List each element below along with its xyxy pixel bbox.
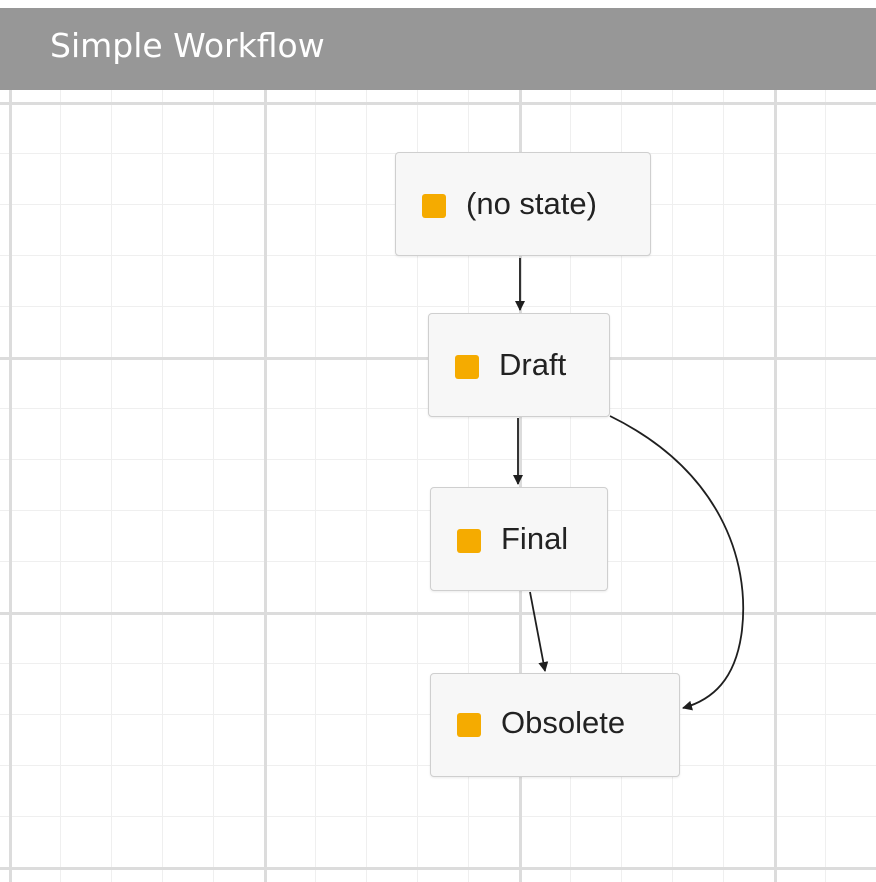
workflow-title: Simple Workflow	[50, 26, 325, 65]
state-node-final[interactable]: Final	[430, 487, 608, 591]
state-label: (no state)	[466, 186, 597, 221]
state-node-draft[interactable]: Draft	[428, 313, 610, 417]
state-label: Draft	[499, 347, 567, 382]
state-marker-icon	[455, 355, 479, 379]
state-marker-icon	[457, 713, 481, 737]
state-marker-icon	[457, 529, 481, 553]
state-marker-icon	[422, 194, 446, 218]
title-bar: Simple Workflow	[0, 8, 876, 90]
state-label: Obsolete	[501, 705, 626, 740]
state-node-no-state[interactable]: (no state)	[395, 152, 651, 256]
state-label: Final	[501, 521, 569, 556]
state-node-obsolete[interactable]: Obsolete	[430, 673, 680, 777]
